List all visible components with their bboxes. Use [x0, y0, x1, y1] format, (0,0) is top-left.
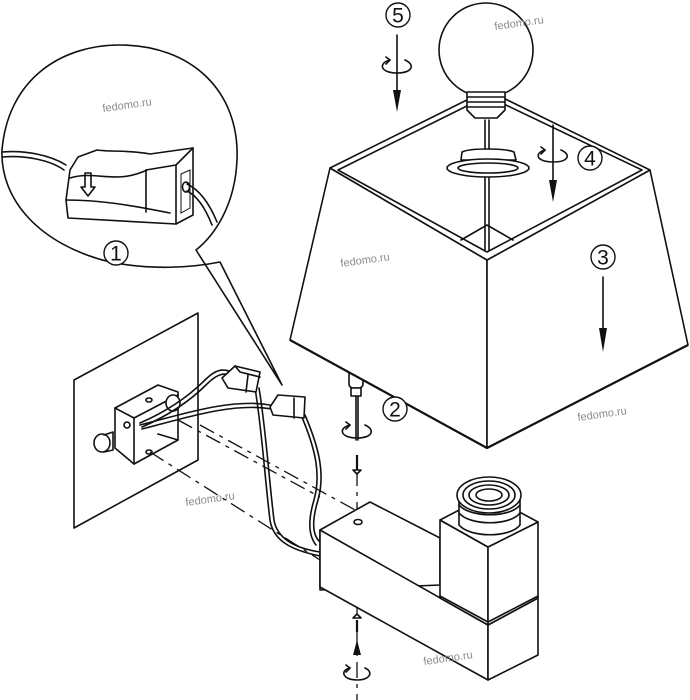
step-badge-5: 5	[385, 2, 411, 28]
light-bulb	[438, 2, 534, 119]
step-number-4: 4	[584, 148, 596, 171]
arrow-step4	[537, 124, 569, 202]
socket-rod	[484, 119, 490, 251]
lamp-base	[319, 494, 539, 681]
wires	[139, 369, 322, 557]
step-badge-2: 2	[382, 396, 408, 422]
step-badge-1: 1	[103, 240, 129, 266]
arrow-up-icon	[353, 640, 361, 655]
watermark: fedomo.ru	[102, 96, 153, 115]
watermark: fedomo.ru	[185, 490, 236, 509]
rotate-icon-bottom	[343, 664, 371, 681]
arrow-step5	[381, 34, 413, 112]
step-badge-3: 3	[590, 244, 616, 270]
screw-bottom	[352, 613, 362, 655]
rocker-switch-2	[269, 394, 306, 419]
step-number-2: 2	[389, 399, 401, 422]
step-number-3: 3	[597, 247, 609, 270]
shade-ring	[446, 148, 530, 178]
step-number-5: 5	[392, 5, 404, 28]
step-number-1: 1	[110, 243, 122, 266]
rocker-switch-detail	[65, 147, 218, 226]
switch-detail-callout	[1, 44, 283, 386]
step-badge-4: 4	[577, 145, 603, 171]
rocker-switch	[221, 365, 261, 393]
screw-top	[352, 455, 362, 475]
arrow-step3	[599, 276, 607, 352]
lamp-socket	[456, 476, 522, 536]
arrow-down-outline-icon	[80, 172, 96, 197]
watermark: fedomo.ru	[577, 405, 628, 424]
rotate-icon-step2	[341, 421, 373, 439]
